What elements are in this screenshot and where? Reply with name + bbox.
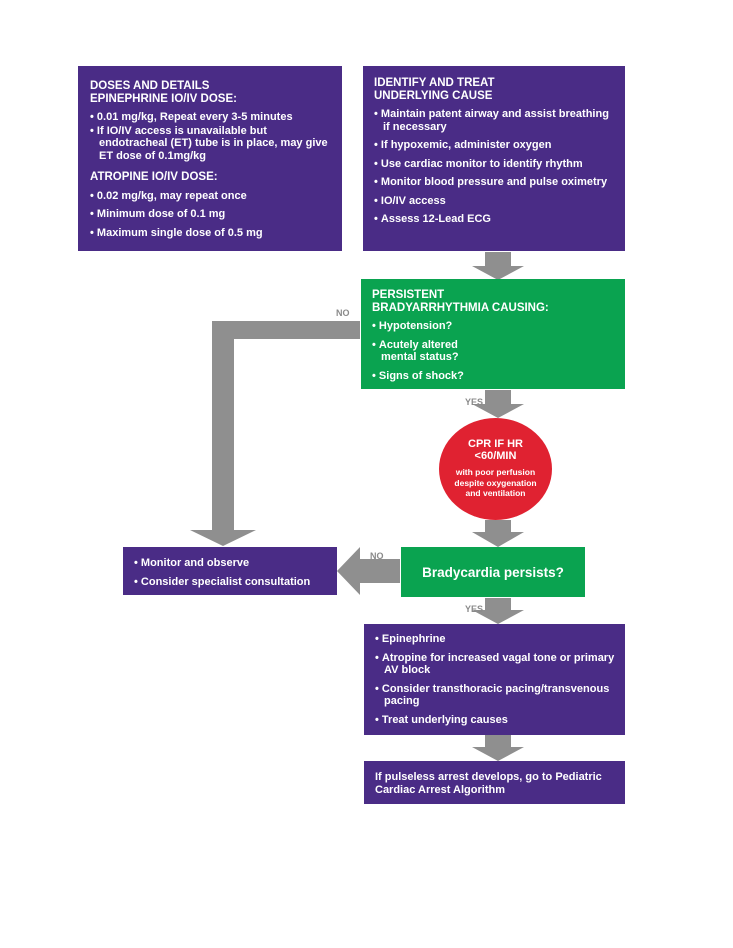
epi-item-2: If IO/IV access is unavailable but endot…	[90, 125, 331, 163]
identify-item-5: IO/IV access	[374, 195, 615, 208]
cpr-detail: with poor perfusion despite oxygenation …	[454, 467, 537, 498]
identify-item-3: Use cardiac monitor to identify rhythm	[374, 158, 615, 171]
persistent-item-3: Signs of shock?	[372, 370, 615, 383]
arrow-down-2	[472, 390, 524, 418]
no-label-2: NO	[370, 551, 384, 561]
atropine-item-3: Maximum single dose of 0.5 mg	[90, 227, 331, 240]
arrow-down-3	[472, 520, 524, 547]
persistent-box: PERSISTENT BRADYARRHYTHMIA CAUSING: Hypo…	[361, 279, 625, 389]
arrow-down-1	[472, 252, 524, 280]
epi-item-1: 0.01 mg/kg, Repeat every 3-5 minutes	[90, 111, 331, 124]
treatment-item-1: Epinephrine	[375, 633, 615, 646]
monitor-item-1: Monitor and observe	[134, 557, 327, 570]
cpr-line-2: <60/MIN	[474, 450, 517, 462]
identify-box: IDENTIFY AND TREAT UNDERLYING CAUSE Main…	[363, 66, 625, 251]
arrest-box: If pulseless arrest develops, go to Pedi…	[364, 761, 625, 804]
atropine-item-2: Minimum dose of 0.1 mg	[90, 208, 331, 221]
doses-heading: DOSES AND DETAILS	[90, 80, 210, 92]
arrest-text: If pulseless arrest develops, go to Pedi…	[375, 771, 602, 796]
yes-label-1: YES	[465, 397, 484, 407]
persistent-heading-2: BRADYARRHYTHMIA CAUSING:	[372, 301, 549, 314]
identify-item-1: Maintain patent airway and assist breath…	[374, 108, 615, 133]
arrow-down-5	[472, 735, 524, 761]
persistent-heading-1: PERSISTENT	[372, 289, 445, 301]
identify-heading-1: IDENTIFY AND TREAT	[374, 77, 495, 89]
yes-label-2: YES	[465, 604, 484, 614]
treatment-box: Epinephrine Atropine for increased vagal…	[364, 624, 625, 735]
monitor-box: Monitor and observe Consider specialist …	[123, 547, 337, 595]
identify-heading-2: UNDERLYING CAUSE	[374, 89, 493, 102]
bradycardia-label: Bradycardia persists?	[422, 564, 564, 580]
persistent-item-1: Hypotension?	[372, 320, 615, 333]
treatment-item-3: Consider transthoracic pacing/transvenou…	[375, 683, 615, 708]
arrow-no-elbow	[190, 321, 360, 546]
atropine-heading: ATROPINE IO/IV DOSE:	[90, 171, 218, 183]
epinephrine-heading: EPINEPHRINE IO/IV DOSE:	[90, 92, 237, 105]
bradycardia-box: Bradycardia persists?	[401, 547, 585, 597]
atropine-item-1: 0.02 mg/kg, may repeat once	[90, 190, 331, 203]
treatment-item-4: Treat underlying causes	[375, 714, 615, 727]
identify-item-4: Monitor blood pressure and pulse oximetr…	[374, 176, 615, 189]
doses-box: DOSES AND DETAILS EPINEPHRINE IO/IV DOSE…	[78, 66, 342, 251]
no-label-1: NO	[336, 308, 350, 318]
treatment-item-2: Atropine for increased vagal tone or pri…	[375, 652, 615, 677]
monitor-item-2: Consider specialist consultation	[134, 576, 327, 589]
persistent-item-2: Acutely altered mental status?	[372, 339, 615, 364]
identify-item-2: If hypoxemic, administer oxygen	[374, 139, 615, 152]
arrow-down-4	[472, 598, 524, 624]
identify-item-6: Assess 12-Lead ECG	[374, 213, 615, 226]
arrow-left-no	[337, 547, 400, 595]
cpr-line-1: CPR IF HR	[468, 438, 523, 450]
cpr-circle: CPR IF HR <60/MIN with poor perfusion de…	[439, 418, 552, 520]
